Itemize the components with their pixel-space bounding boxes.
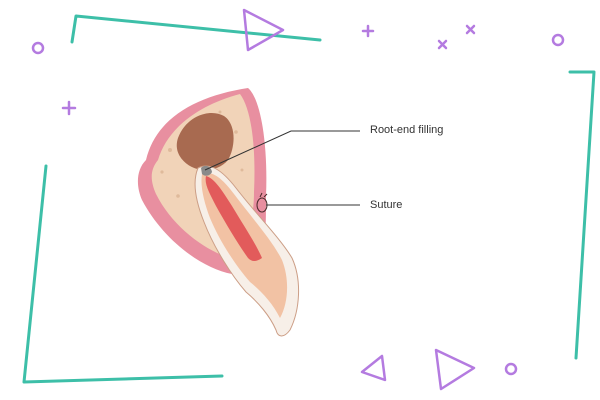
leader-lines <box>204 130 360 206</box>
circle-outline-icon <box>551 33 565 47</box>
frame <box>22 14 596 384</box>
frame-top-left <box>70 14 322 44</box>
tooth-illustration <box>137 88 300 337</box>
leader-line-root-end-filling <box>204 130 360 171</box>
triangle-outline-icon <box>360 354 387 382</box>
triangle-outline-icon <box>434 348 476 391</box>
circle-outline-icon <box>31 41 45 55</box>
plus-icon <box>361 24 375 38</box>
decorations <box>31 8 565 391</box>
frame-bottom-left <box>22 164 224 384</box>
plus-icon <box>61 100 77 116</box>
cross-icon <box>465 24 476 35</box>
label-suture: Suture <box>370 199 403 211</box>
cross-icon <box>437 39 448 50</box>
triangle-outline-icon <box>242 8 285 52</box>
label-root-end-filling: Root-end filling <box>370 124 444 136</box>
root-canal <box>205 176 262 261</box>
bone-cavity <box>176 112 234 170</box>
circle-outline-icon <box>504 362 518 376</box>
frame-right <box>568 70 596 360</box>
